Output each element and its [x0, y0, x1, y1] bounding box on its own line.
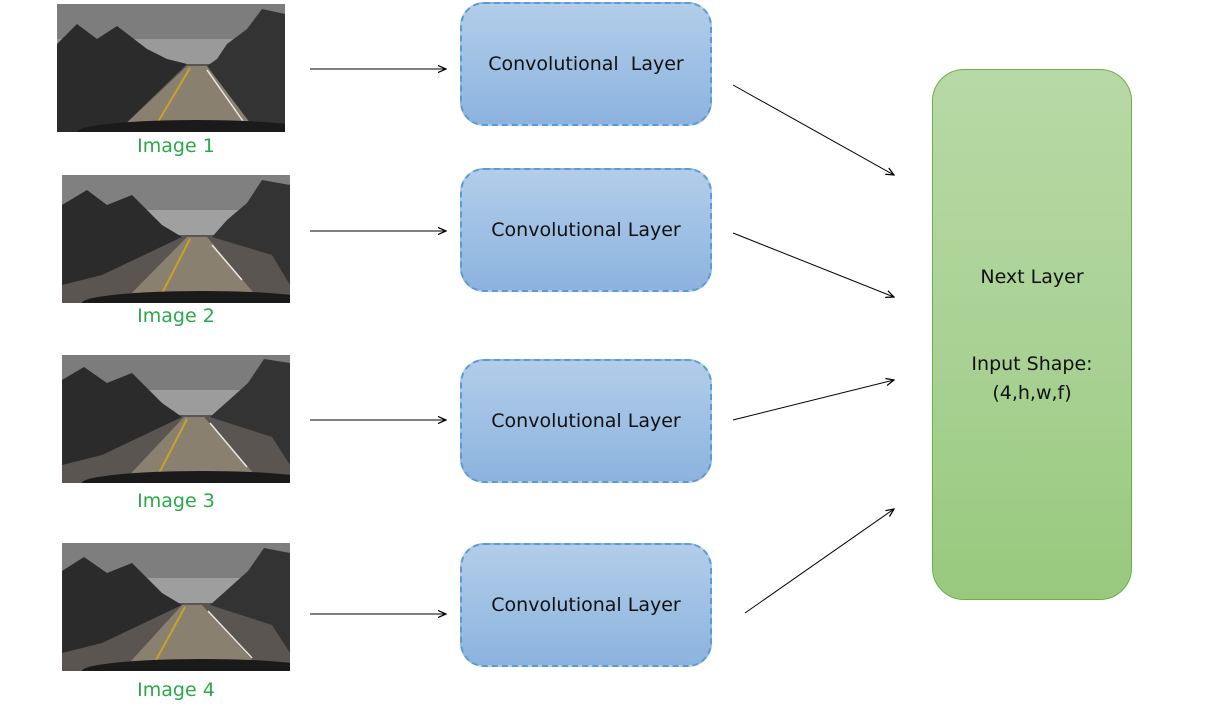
- arrow-conv2-to-next: [732, 232, 894, 297]
- conv-layer-box-1: Convolutional Layer: [460, 2, 712, 126]
- image-caption-3: Image 3: [137, 490, 215, 512]
- next-layer-box: Next Layer Input Shape: (4,h,w,f): [932, 69, 1132, 600]
- image-caption-2: Image 2: [137, 305, 215, 327]
- arrow-conv3-to-next: [732, 380, 894, 421]
- input-shape-value: (4,h,w,f): [992, 382, 1072, 404]
- input-shape-label: Input Shape:: [971, 353, 1093, 375]
- arrow-conv1-to-next: [732, 84, 894, 175]
- image-caption-4: Image 4: [137, 679, 215, 701]
- conv-layer-box-4: Convolutional Layer: [460, 543, 712, 667]
- conv-layer-box-3: Convolutional Layer: [460, 359, 712, 483]
- road-photo-4: [62, 543, 290, 671]
- next-layer-title: Next Layer: [980, 266, 1084, 288]
- road-photo-2: [62, 175, 290, 303]
- road-photo-3: [62, 355, 290, 483]
- conv-layer-box-2: Convolutional Layer: [460, 168, 712, 292]
- road-photo-1: [57, 4, 285, 132]
- arrow-conv4-to-next: [744, 509, 894, 614]
- image-caption-1: Image 1: [137, 135, 215, 157]
